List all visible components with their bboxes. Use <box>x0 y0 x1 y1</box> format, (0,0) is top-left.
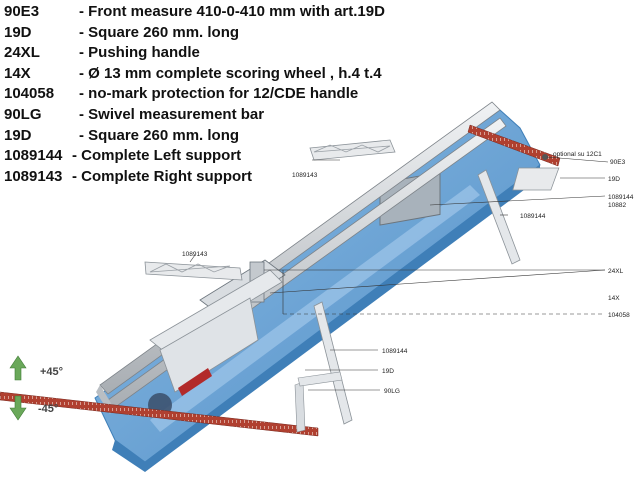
right-support-top <box>309 139 396 161</box>
legend-code: 24XL <box>4 44 40 62</box>
label-1089144-right: 1089144 <box>608 194 634 201</box>
legend-description: - Front measure 410-0-410 mm with art.19… <box>79 3 385 20</box>
cutting-head <box>148 259 286 417</box>
legend-code: 1089143 <box>4 167 63 185</box>
legend-description: - Square 260 mm. long <box>79 126 240 144</box>
label-1089144-low: 1089144 <box>382 348 408 355</box>
legend-code: 1089144 <box>4 147 63 165</box>
rotate-up-arrow-icon <box>9 355 27 381</box>
legend-code: 14X <box>4 64 31 82</box>
legend-code: 104058 <box>4 85 55 103</box>
label-1089143-left: 1089143 <box>182 251 208 258</box>
label-90E3: 90E3 <box>610 159 626 166</box>
label-1089144-mid: 1089144 <box>520 213 546 220</box>
bed-details <box>150 171 480 432</box>
left-support-right <box>477 169 521 265</box>
angle-indicator: +45° -45° <box>9 355 63 421</box>
part-labels: optional su 12C1 90E3 19D 1089144 10882 … <box>182 151 634 395</box>
label-14X: 14X <box>608 295 620 302</box>
right-support-left <box>144 261 243 281</box>
angle-plus-label: +45° <box>40 366 63 378</box>
legend-description: - Complete Left support <box>72 147 242 165</box>
label-19D-low: 19D <box>382 368 394 375</box>
label-19D-top: 19D <box>608 176 620 183</box>
legend-code: 90LG <box>4 105 42 123</box>
legend-description: - Complete Right support <box>72 167 252 185</box>
legend-description: - Pushing handle <box>79 44 200 62</box>
legend-code: 90E3 <box>4 3 40 20</box>
legend-description: - no-mark protection for 12/CDE handle <box>79 85 359 103</box>
leader-lines <box>189 156 609 391</box>
legend-description: - Swivel measurement bar <box>79 105 265 123</box>
label-104058: 104058 <box>608 312 630 319</box>
label-1089143-top: 1089143 <box>292 172 318 179</box>
top-square-and-measure <box>467 124 561 191</box>
legend-description: - Square 260 mm. long <box>79 23 240 41</box>
label-10882: 10882 <box>608 202 626 209</box>
left-support-front <box>313 301 353 425</box>
legend-code: 19D <box>4 23 32 41</box>
rotate-down-arrow-icon <box>9 395 27 421</box>
legend-code: 19D <box>4 126 32 144</box>
label-optional: optional su 12C1 <box>553 151 602 158</box>
label-90LG: 90LG <box>384 388 400 395</box>
front-measure-bar <box>0 371 343 437</box>
angle-minus-label: -45° <box>38 403 58 415</box>
label-24XL: 24XL <box>608 268 624 275</box>
legend-description: - Ø 13 mm complete scoring wheel , h.4 t… <box>79 64 382 82</box>
